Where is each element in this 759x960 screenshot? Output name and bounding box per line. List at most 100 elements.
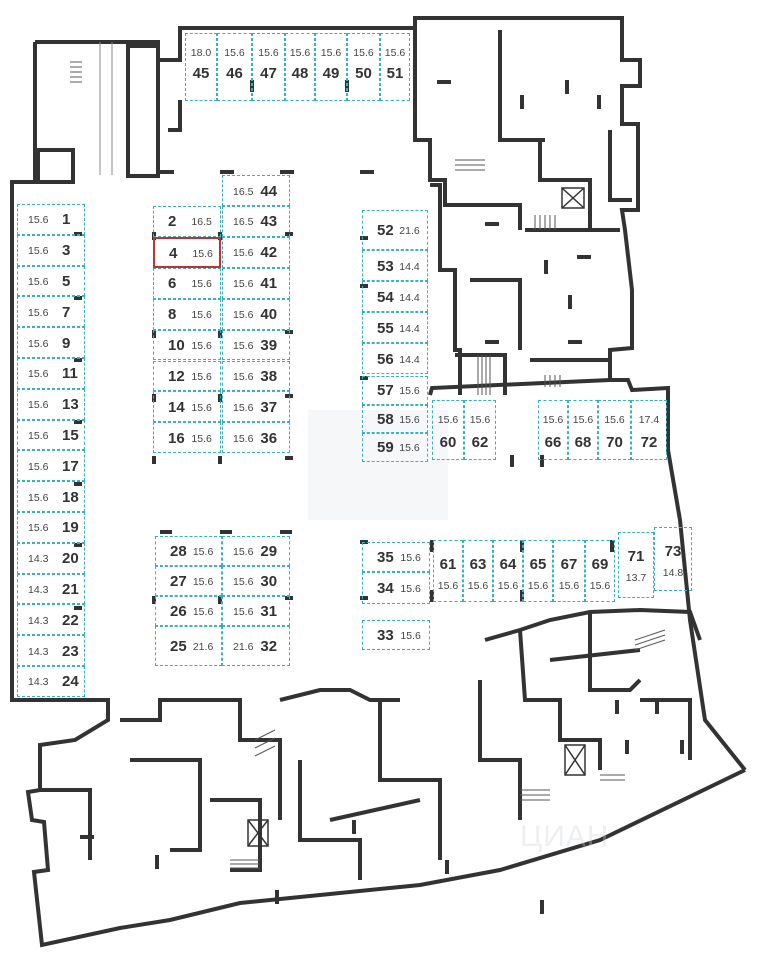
- spot-number: 48: [291, 65, 309, 82]
- spot-number: 27: [170, 573, 187, 590]
- spot-area: 15.6: [224, 47, 245, 59]
- spot-area: 14.4: [399, 291, 420, 304]
- ramp-lines: [99, 42, 113, 175]
- spot-number: 49: [322, 65, 340, 82]
- spot-number: 66: [544, 434, 562, 451]
- spot-area: 15.6: [191, 370, 212, 383]
- spot-number: 33: [377, 627, 394, 644]
- light-patch: [308, 410, 448, 520]
- spot-area: 16.5: [191, 216, 212, 229]
- spot-area: 15.6: [28, 275, 49, 288]
- spot-area: 15.6: [400, 552, 421, 564]
- spot-number: 29: [260, 543, 278, 560]
- spot-area: 15.6: [384, 47, 406, 59]
- spot-area: 15.6: [399, 385, 420, 398]
- spot-number: 70: [606, 434, 623, 451]
- spot-area: 15.6: [192, 546, 214, 558]
- spot-area: 15.6: [497, 580, 519, 592]
- spot-area: 15.6: [589, 580, 611, 592]
- spot-area: 15.6: [191, 401, 212, 414]
- spot-area: 15.6: [28, 214, 49, 227]
- spot-number: 17: [62, 457, 79, 475]
- spot-number: 37: [260, 398, 278, 416]
- spot-number: 5: [62, 272, 71, 290]
- spot-number: 21: [62, 580, 79, 598]
- spot-number: 59: [377, 439, 394, 457]
